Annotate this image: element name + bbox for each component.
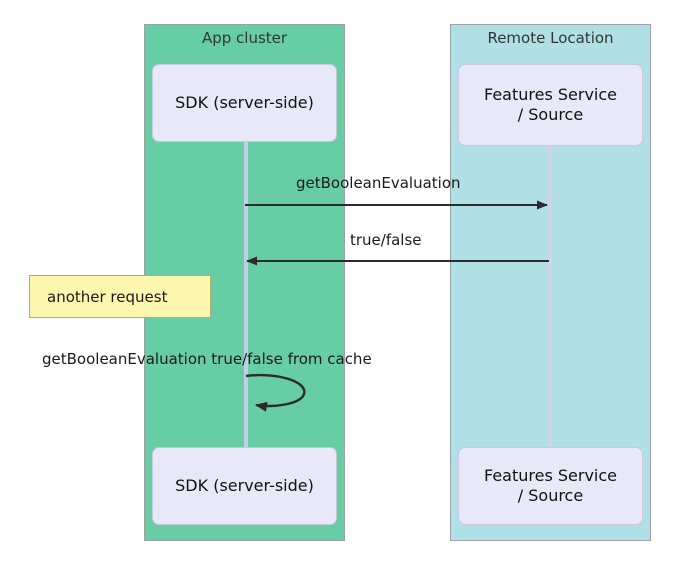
group-remote-location-label: Remote Location [487,29,614,47]
participant-sdk-bottom-label: SDK (server-side) [175,476,314,495]
participant-features-top-label-line2: / Source [517,105,584,124]
lifeline-sdk [244,142,248,447]
participant-features-bottom[interactable]: Features Service / Source [458,447,643,525]
participant-features-bottom-label-line1: Features Service [483,466,617,485]
message-2-label: true/false [350,231,422,249]
group-app-cluster-label: App cluster [201,29,288,47]
note-another-request: another request [29,275,211,318]
participant-features-bottom-label: Features Service / Source [484,466,617,506]
participant-features-top-label-line1: Features Service [483,85,617,104]
message-2-arrow [246,256,549,266]
participant-sdk-top[interactable]: SDK (server-side) [152,64,337,142]
participant-features-top[interactable]: Features Service / Source [458,64,643,146]
lifeline-features [548,146,552,447]
participant-sdk-top-label: SDK (server-side) [175,93,314,112]
message-3-self-arrow [245,373,306,412]
participant-features-top-label: Features Service / Source [484,85,617,125]
note-another-request-label: another request [47,287,168,306]
message-1-arrow [245,200,548,210]
message-3-label: getBooleanEvaluation true/false from cac… [42,350,372,368]
participant-features-bottom-label-line2: / Source [517,486,584,505]
message-1-label: getBooleanEvaluation [296,174,461,192]
participant-sdk-bottom[interactable]: SDK (server-side) [152,447,337,525]
